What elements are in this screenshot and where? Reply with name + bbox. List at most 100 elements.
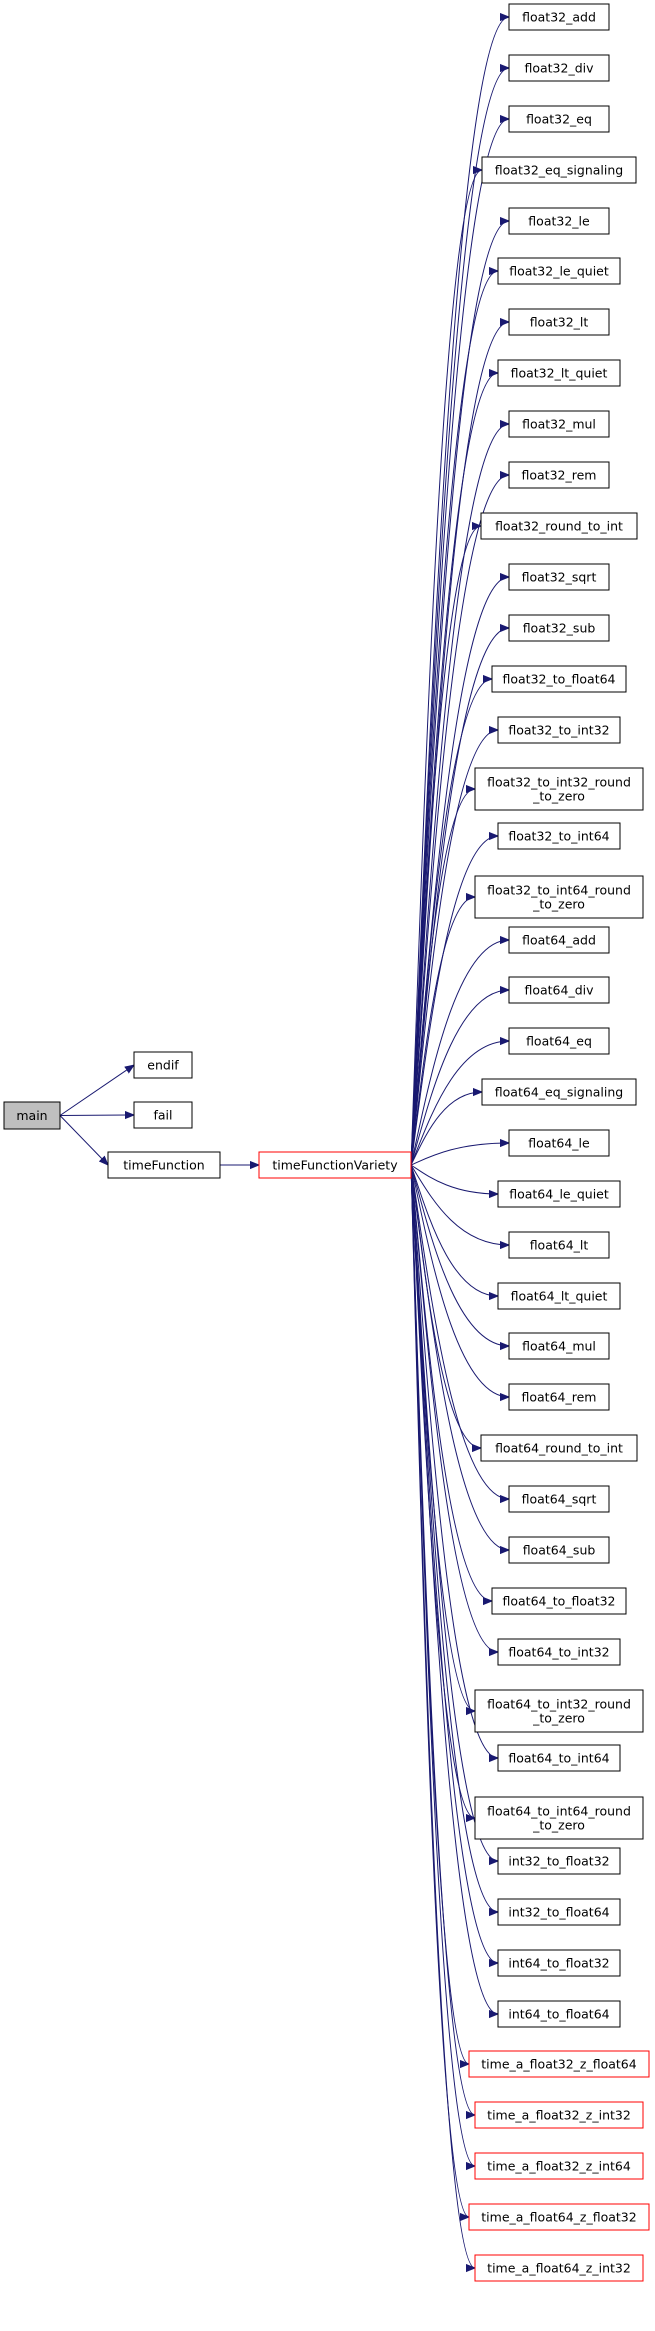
node-label[interactable]: float32_mul	[522, 417, 596, 432]
node-label[interactable]: float32_to_float64	[502, 672, 615, 687]
node-label[interactable]: time_a_float64_z_int32	[487, 2261, 631, 2276]
node-float32-to-float64[interactable]: float32_to_float64	[491, 665, 627, 693]
node-label[interactable]: float64_eq	[526, 1034, 592, 1049]
node-box-float64-to-int32[interactable]	[497, 1638, 621, 1666]
node-box-float64-to-float32[interactable]	[491, 1587, 627, 1615]
node-box-float32-eq[interactable]	[508, 105, 610, 133]
node-label[interactable]: _to_zero	[532, 789, 585, 804]
node-box-float32-to-int64-round-to-zero[interactable]	[474, 875, 644, 919]
node-time-a-float64-z-float32[interactable]: time_a_float64_z_float32	[468, 2203, 650, 2231]
node-int32-to-float64[interactable]: int32_to_float64	[497, 1898, 621, 1926]
node-time-a-float32-z-int64[interactable]: time_a_float32_z_int64	[474, 2152, 644, 2180]
node-box-float32-to-int64[interactable]	[497, 822, 621, 850]
node-float32-sqrt[interactable]: float32_sqrt	[508, 563, 610, 591]
node-box-float32-to-float64[interactable]	[491, 665, 627, 693]
node-label[interactable]: float64_to_float32	[502, 1594, 615, 1609]
node-box-float64-sqrt[interactable]	[508, 1485, 610, 1513]
node-float32-mul[interactable]: float32_mul	[508, 410, 610, 438]
node-label[interactable]: int32_to_float64	[508, 1905, 609, 1920]
node-label[interactable]: time_a_float32_z_float64	[481, 2057, 636, 2072]
node-box-float64-sub[interactable]	[508, 1536, 610, 1564]
node-float64-eq-signaling[interactable]: float64_eq_signaling	[481, 1078, 637, 1106]
node-label[interactable]: time_a_float64_z_float32	[481, 2210, 636, 2225]
node-time-a-float64-z-int32[interactable]: time_a_float64_z_int32	[474, 2254, 644, 2282]
node-label[interactable]: float64_le_quiet	[509, 1187, 609, 1202]
node-label[interactable]: float32_to_int32_round	[487, 775, 631, 790]
node-int64-to-float64[interactable]: int64_to_float64	[497, 2000, 621, 2028]
node-float64-to-int64[interactable]: float64_to_int64	[497, 1744, 621, 1772]
node-label[interactable]: float32_to_int32	[508, 723, 609, 738]
node-label[interactable]: float32_to_int64	[508, 829, 609, 844]
node-float64-lt[interactable]: float64_lt	[508, 1231, 610, 1259]
node-time-a-float32-z-float64[interactable]: time_a_float32_z_float64	[468, 2050, 650, 2078]
node-int32-to-float32[interactable]: int32_to_float32	[497, 1847, 621, 1875]
node-float32-eq-signaling[interactable]: float32_eq_signaling	[481, 156, 637, 184]
node-label[interactable]: int64_to_float32	[508, 1956, 609, 1971]
node-float64-sqrt[interactable]: float64_sqrt	[508, 1485, 610, 1513]
node-fail[interactable]: fail	[133, 1101, 193, 1129]
node-float32-to-int64[interactable]: float32_to_int64	[497, 822, 621, 850]
node-box-float32-le-quiet[interactable]	[497, 257, 621, 285]
node-box-int32-to-float64[interactable]	[497, 1898, 621, 1926]
node-float64-to-float32[interactable]: float64_to_float32	[491, 1587, 627, 1615]
node-box-int32-to-float32[interactable]	[497, 1847, 621, 1875]
node-label[interactable]: float64_sqrt	[522, 1492, 597, 1507]
node-time-a-float32-z-int32[interactable]: time_a_float32_z_int32	[474, 2101, 644, 2129]
node-float64-add[interactable]: float64_add	[508, 926, 610, 954]
node-label[interactable]: float32_le	[528, 214, 590, 229]
node-int64-to-float32[interactable]: int64_to_float32	[497, 1949, 621, 1977]
node-label[interactable]: float32_rem	[522, 468, 597, 483]
node-label[interactable]: float32_le_quiet	[509, 264, 609, 279]
node-box-time-a-float32-z-int64[interactable]	[474, 2152, 644, 2180]
node-label[interactable]: int64_to_float64	[508, 2007, 609, 2022]
node-float32-to-int32[interactable]: float32_to_int32	[497, 716, 621, 744]
node-label[interactable]: float64_mul	[522, 1339, 596, 1354]
node-float64-le[interactable]: float64_le	[508, 1129, 610, 1157]
node-box-int64-to-float32[interactable]	[497, 1949, 621, 1977]
node-label[interactable]: float32_add	[522, 10, 596, 25]
node-label[interactable]: time_a_float32_z_int32	[487, 2108, 631, 2123]
node-box-float64-add[interactable]	[508, 926, 610, 954]
node-box-float64-le[interactable]	[508, 1129, 610, 1157]
node-label[interactable]: float32_round_to_int	[495, 519, 623, 534]
node-box-float32-lt-quiet[interactable]	[497, 359, 621, 387]
node-box-float32-le[interactable]	[508, 207, 610, 235]
node-label[interactable]: float64_to_int64_round	[487, 1804, 631, 1819]
node-float64-to-int32[interactable]: float64_to_int32	[497, 1638, 621, 1666]
node-label[interactable]: int32_to_float32	[508, 1854, 609, 1869]
node-box-float64-rem[interactable]	[508, 1383, 610, 1411]
node-label[interactable]: float64_to_int64	[508, 1751, 609, 1766]
node-box-float32-rem[interactable]	[508, 461, 610, 489]
node-label[interactable]: timeFunction	[123, 1158, 204, 1173]
node-box-float32-lt[interactable]	[508, 308, 610, 336]
node-label[interactable]: endif	[147, 1058, 179, 1073]
node-float64-lt-quiet[interactable]: float64_lt_quiet	[497, 1282, 621, 1310]
node-float32-lt[interactable]: float32_lt	[508, 308, 610, 336]
node-box-float32-to-int32-round-to-zero[interactable]	[474, 767, 644, 811]
node-float64-to-int32-round-to-zero[interactable]: float64_to_int32_round_to_zero	[474, 1689, 644, 1733]
node-label[interactable]: float32_lt	[530, 315, 589, 330]
node-label[interactable]: float64_le	[528, 1136, 590, 1151]
node-box-fail[interactable]	[133, 1101, 193, 1129]
node-float64-rem[interactable]: float64_rem	[508, 1383, 610, 1411]
node-label[interactable]: float64_sub	[523, 1543, 596, 1558]
node-box-time-a-float32-z-float64[interactable]	[468, 2050, 650, 2078]
node-float64-mul[interactable]: float64_mul	[508, 1332, 610, 1360]
node-box-time-a-float32-z-int32[interactable]	[474, 2101, 644, 2129]
node-float32-le-quiet[interactable]: float32_le_quiet	[497, 257, 621, 285]
node-box-float64-round-to-int[interactable]	[480, 1434, 638, 1462]
node-box-time-a-float64-z-float32[interactable]	[468, 2203, 650, 2231]
node-float32-div[interactable]: float32_div	[508, 54, 610, 82]
node-box-float32-sqrt[interactable]	[508, 563, 610, 591]
node-timefunctionvariety[interactable]: timeFunctionVariety	[258, 1151, 412, 1179]
node-float32-round-to-int[interactable]: float32_round_to_int	[480, 512, 638, 540]
node-label[interactable]: float64_lt	[530, 1238, 589, 1253]
node-float64-to-int64-round-to-zero[interactable]: float64_to_int64_round_to_zero	[474, 1796, 644, 1840]
node-main[interactable]: main	[3, 1101, 61, 1130]
node-float32-to-int64-round-to-zero[interactable]: float32_to_int64_round_to_zero	[474, 875, 644, 919]
node-float32-add[interactable]: float32_add	[508, 3, 610, 31]
node-box-float64-div[interactable]	[508, 976, 610, 1004]
node-box-float64-eq[interactable]	[508, 1027, 610, 1055]
node-float32-rem[interactable]: float32_rem	[508, 461, 610, 489]
node-box-float64-lt-quiet[interactable]	[497, 1282, 621, 1310]
